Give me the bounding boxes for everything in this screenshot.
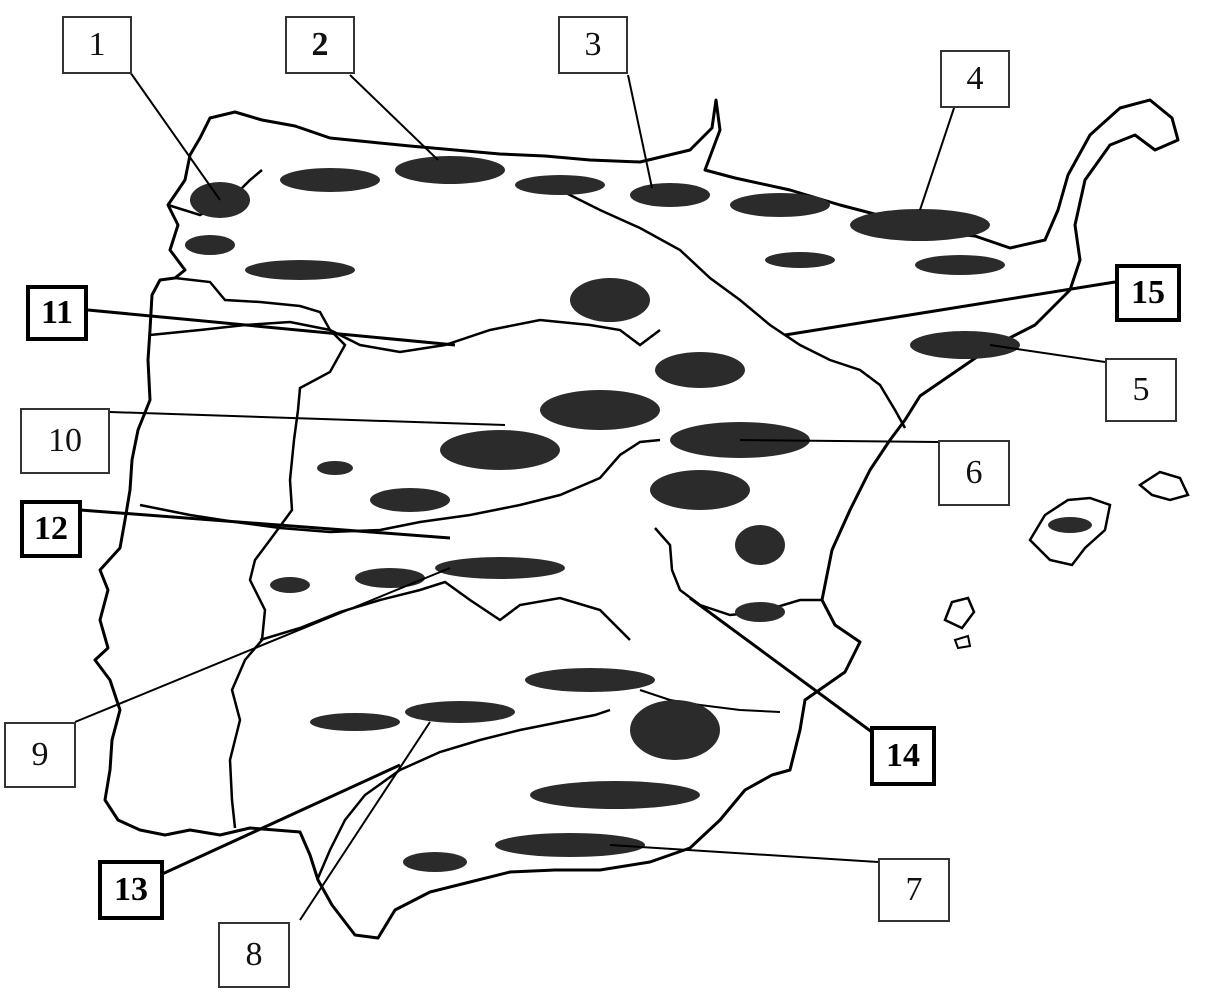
river-guadalquivir xyxy=(316,708,611,879)
label-6: 6 xyxy=(938,440,1010,506)
leader-line-2 xyxy=(349,74,439,161)
label-10: 10 xyxy=(20,408,110,474)
leader-line-7 xyxy=(609,844,879,863)
leader-line-10 xyxy=(109,411,506,426)
mountain-betica-n xyxy=(530,781,700,809)
mountain-iberico-n xyxy=(570,278,650,322)
label-5: 5 xyxy=(1105,358,1177,422)
mountain-valencia-hills xyxy=(735,525,785,565)
peninsula-coastline xyxy=(93,98,1180,940)
mountain-central-w xyxy=(370,488,450,512)
mountain-central-c xyxy=(440,430,560,470)
label-3: 3 xyxy=(558,16,628,74)
mountain-central-e xyxy=(540,390,660,430)
river-tajo xyxy=(139,438,661,534)
mountain-iberico-c xyxy=(655,352,745,388)
river-segura xyxy=(639,689,781,713)
label-2: 2 xyxy=(285,16,355,74)
leader-line-1 xyxy=(129,71,221,201)
mountain-pirineos-e xyxy=(850,209,990,241)
mountain-leon-hills xyxy=(245,260,355,280)
mountain-alicante xyxy=(735,602,785,622)
leader-lines xyxy=(74,71,1116,921)
portugal-border xyxy=(174,276,347,829)
label-14: 14 xyxy=(870,726,936,786)
label-4: 4 xyxy=(940,50,1010,108)
island-mallorca xyxy=(1028,496,1112,567)
mountain-pirineos-south xyxy=(915,255,1005,275)
leader-line-13 xyxy=(159,763,401,877)
mountain-toledo-w xyxy=(270,577,310,593)
mountain-pirineos-w xyxy=(730,193,830,217)
river-duero xyxy=(149,318,661,354)
label-9: 9 xyxy=(4,722,76,788)
leader-line-11 xyxy=(87,308,456,347)
mountain-cuenca xyxy=(650,470,750,510)
leader-line-14 xyxy=(689,596,881,740)
leader-line-15 xyxy=(784,280,1116,337)
island-formentera xyxy=(953,634,972,650)
river-ebro xyxy=(559,188,907,429)
label-7: 7 xyxy=(878,858,950,922)
mountain-mallorca xyxy=(1048,517,1092,533)
label-11: 11 xyxy=(26,285,88,341)
label-12: 12 xyxy=(20,500,82,558)
mountain-morena-w xyxy=(310,713,400,731)
mountain-catalan-coastal xyxy=(910,331,1020,359)
mountain-malaga xyxy=(403,852,467,872)
label-1: 1 xyxy=(62,16,132,74)
leader-line-8 xyxy=(299,721,431,921)
mountain-cantabrica-w xyxy=(280,168,380,192)
island-ibiza xyxy=(943,596,976,630)
mountain-betica-ne xyxy=(630,700,720,760)
label-13: 13 xyxy=(98,860,164,920)
leader-line-5 xyxy=(989,344,1106,363)
mountain-morena-e xyxy=(525,668,655,692)
leader-line-12 xyxy=(79,508,451,540)
label-8: 8 xyxy=(218,922,290,988)
mountain-vascos xyxy=(630,183,710,207)
island-menorca xyxy=(1137,470,1190,502)
leader-line-9 xyxy=(74,567,451,723)
mountain-ebro-hills xyxy=(765,252,835,268)
mountain-betica-s xyxy=(495,833,645,857)
mountain-galicia-south xyxy=(185,235,235,255)
mountain-morena-c xyxy=(405,701,515,723)
leader-line-4 xyxy=(919,104,956,211)
mountain-cantabrica-c xyxy=(395,156,505,184)
river-guadiana xyxy=(259,580,631,642)
leader-line-3 xyxy=(627,74,653,189)
leader-line-6 xyxy=(739,439,939,443)
label-15: 15 xyxy=(1115,264,1181,322)
mountain-ranges xyxy=(185,156,1092,872)
mountain-cantabrica-e xyxy=(515,175,605,195)
mountain-portugal-center xyxy=(317,461,353,475)
mountain-toledo-e xyxy=(435,557,565,579)
mountain-toledo-c xyxy=(355,568,425,588)
